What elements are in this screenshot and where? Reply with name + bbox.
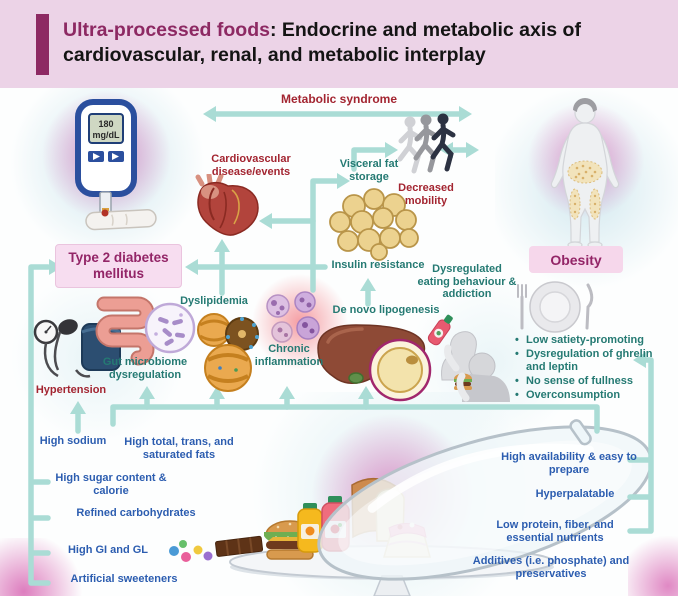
visceral-fat-cells-icon <box>329 188 419 261</box>
obese-figure-icon <box>550 98 620 249</box>
collector-up-arrows <box>144 396 369 410</box>
plate-icon <box>517 281 594 333</box>
left-factor-sweeteners: Artificial sweeteners <box>70 573 178 585</box>
left-factor-fats: High total, trans, and saturated fats <box>124 436 234 461</box>
node-de-novo-lipogenesis: De novo lipogenesis <box>332 304 440 316</box>
eating-effect-item: Overconsumption <box>514 389 664 402</box>
eating-effect-item: Low satiety-promoting <box>514 334 664 347</box>
right-factor-hyperpalatable: Hyperpalatable <box>535 488 615 500</box>
left-factor-gi-gl: High GI and GL <box>67 544 149 556</box>
type2-diabetes-label: Type 2 diabetes mellitus <box>68 249 169 281</box>
node-dyslipidemia: Dyslipidemia <box>180 295 248 307</box>
node-visceral-fat: Visceral fat storage <box>339 158 399 183</box>
node-dysregulated-eating: Dysregulated eating behaviour & addictio… <box>417 263 517 301</box>
right-factor-low-protein: Low protein, fiber, and essential nutrie… <box>496 519 614 544</box>
node-gut-microbiome: Gut microbiome dysregulation <box>102 356 188 381</box>
node-decreased-mobility: Decreased mobility <box>398 182 454 207</box>
accent-bar <box>36 14 49 75</box>
left-factor-refined-carbs: Refined carbohydrates <box>76 507 196 519</box>
glucometer-value: 180 <box>98 119 113 129</box>
glucometer-icon: 180 mg/dL <box>75 99 157 231</box>
node-hypertension: Hypertension <box>35 384 107 396</box>
obesity-label: Obesity <box>550 251 602 268</box>
runners-icon <box>397 113 456 174</box>
food-platter-illustration <box>169 419 653 596</box>
node-type2-diabetes: Type 2 diabetes mellitus <box>55 244 182 288</box>
left-factor-high-sodium: High sodium <box>39 435 107 447</box>
collector-line <box>110 404 600 434</box>
liver-icon <box>317 324 432 402</box>
arrow-visceral-to-runners <box>351 147 388 172</box>
left-factor-connector <box>28 264 51 586</box>
eating-men-icon <box>427 314 510 402</box>
eating-effects-list: Low satiety-promoting Dysregulation of g… <box>514 334 664 403</box>
left-factor-sugar: High sugar content & calorie <box>55 472 167 497</box>
node-cardiovascular: Cardiovascular disease/events <box>211 153 291 178</box>
node-insulin-resistance: Insulin resistance <box>331 259 425 271</box>
page-title: Ultra-processed foods: Endocrine and met… <box>63 18 641 69</box>
inflammation-cells-icon <box>266 291 320 343</box>
node-obesity: Obesity <box>529 246 623 273</box>
arrow-center-branch <box>310 178 340 293</box>
right-factor-additives: Additives (i.e. phosphate) and preservat… <box>472 555 630 580</box>
title-rest: : Endocrine and metabolic axis of cardio… <box>63 19 581 67</box>
gut-microbiome-icon <box>95 296 196 366</box>
node-chronic-inflammation: Chronic inflammation <box>254 343 324 368</box>
title-highlight: Ultra-processed foods <box>63 19 270 41</box>
lipid-droplets-icon <box>197 313 259 392</box>
eating-effect-item: No sense of fullness <box>514 375 664 388</box>
heart-icon <box>195 174 259 236</box>
eating-effect-item: Dysregulation of ghrelin and leptin <box>514 348 664 374</box>
arrow-heads <box>49 106 646 414</box>
node-metabolic-syndrome: Metabolic syndrome <box>280 92 398 106</box>
header-band: Ultra-processed foods: Endocrine and met… <box>0 0 678 88</box>
glucometer-unit: mg/dL <box>93 130 120 140</box>
right-factor-availability: High availability & easy to prepare <box>501 451 637 476</box>
